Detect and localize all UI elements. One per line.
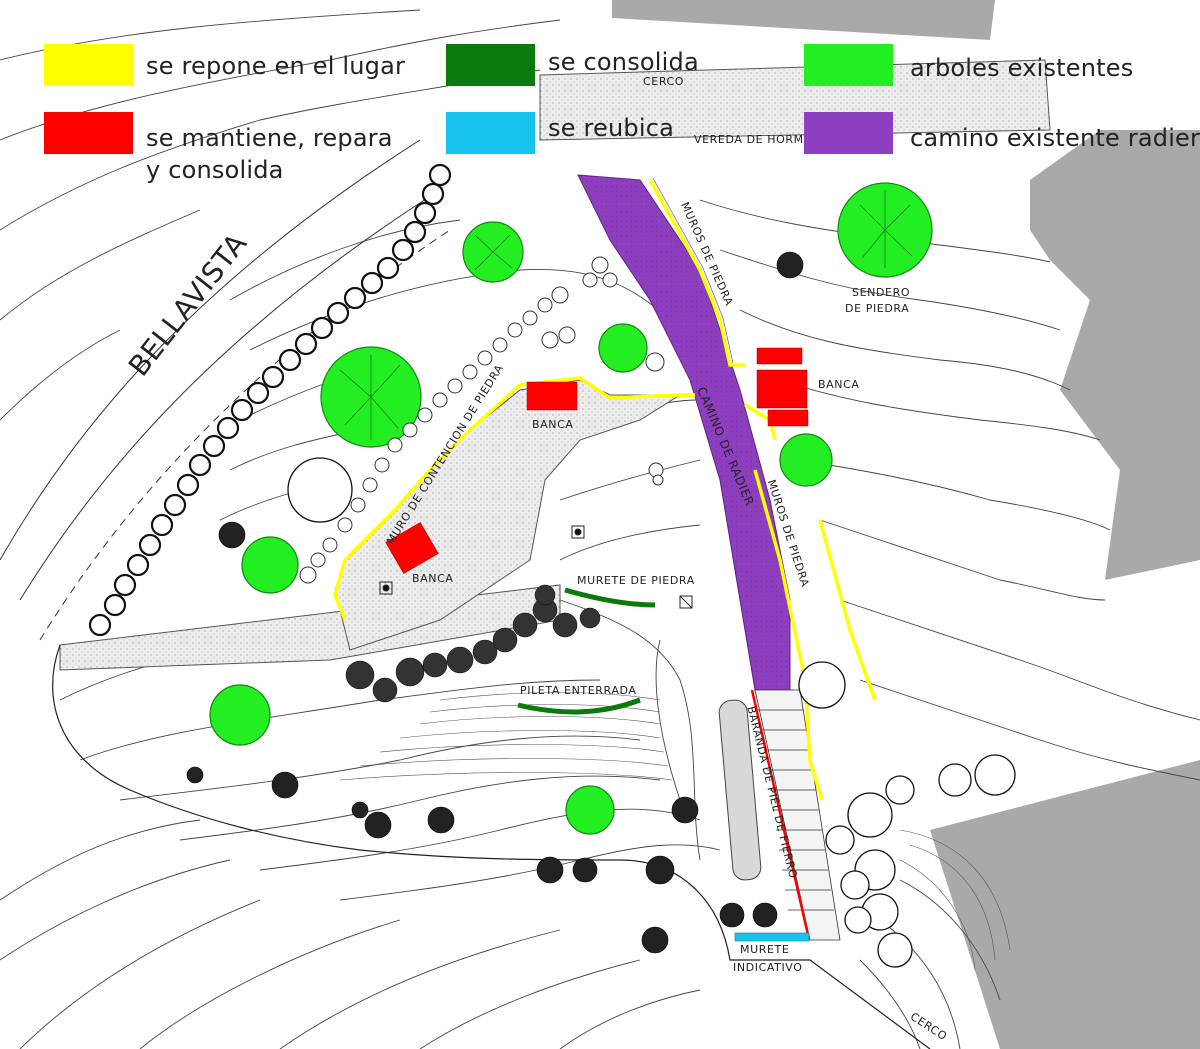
yellow-wall-outlines — [652, 177, 734, 364]
posts — [379, 525, 693, 609]
legend-label-reubica: se reubica — [548, 114, 675, 142]
banca-left — [385, 522, 439, 574]
legend-swatch-reubica — [446, 112, 535, 154]
hatched-slope-lines — [339, 692, 1011, 971]
outlined-shrubs — [287, 457, 1016, 968]
building-bottom-right — [930, 760, 1200, 1049]
banca-right-main — [756, 369, 808, 409]
legend-label-arboles: arboles existentes — [910, 54, 1134, 82]
label-sendero-2: DE PIEDRA — [845, 302, 910, 315]
legend-swatch-repone — [44, 44, 133, 86]
buildings — [612, 0, 1200, 1049]
legend-swatch-camino — [804, 112, 893, 154]
dark-green-walls — [517, 587, 656, 715]
legend-label-camino: camino existente radier — [910, 124, 1200, 152]
camino-radier — [577, 174, 791, 691]
murete-cyan — [734, 932, 810, 942]
label-sendero-1: SENDERO — [852, 286, 911, 299]
legend-swatch-mantiene — [44, 112, 133, 154]
legend-swatch-arboles — [804, 44, 893, 86]
label-pileta: PILETA ENTERRADA — [520, 684, 637, 697]
label-banca-right: BANCA — [818, 378, 860, 391]
legend-label-mantiene: se mantiene, repara — [146, 124, 393, 152]
banca-center — [526, 381, 578, 411]
banca-right-top — [756, 347, 803, 365]
green-tree-branches — [339, 190, 913, 440]
dark-shrubs — [186, 251, 804, 954]
building-right — [1030, 130, 1200, 580]
small-shrubs — [299, 256, 665, 584]
legend-label-consolida: se consolida — [548, 48, 699, 76]
baranda-strip — [718, 699, 762, 881]
label-banca-center: BANCA — [532, 418, 574, 431]
label-banca-left: BANCA — [412, 572, 454, 585]
legend-label-mantiene-line2: y consolida — [146, 156, 284, 184]
red-benches — [385, 347, 809, 574]
tree-row-bellavista — [88, 163, 452, 637]
label-murete-piedra: MURETE DE PIEDRA — [577, 574, 695, 587]
hedge-row — [345, 584, 601, 703]
label-vereda: VEREDA DE HORM — [694, 133, 804, 146]
stairs — [754, 689, 841, 941]
baranda-red-line — [750, 689, 810, 936]
site-boundary — [52, 644, 931, 1049]
label-murete-ind-2: INDICATIVO — [733, 961, 803, 974]
banca-right-bottom — [767, 409, 809, 427]
legend-swatch-consolida — [446, 44, 535, 86]
legend-label-repone: se repone en el lugar — [146, 52, 406, 80]
label-murete-ind-1: MURETE — [740, 943, 790, 956]
label-cerco-top: CERCO — [643, 75, 685, 88]
building-top — [612, 0, 995, 40]
